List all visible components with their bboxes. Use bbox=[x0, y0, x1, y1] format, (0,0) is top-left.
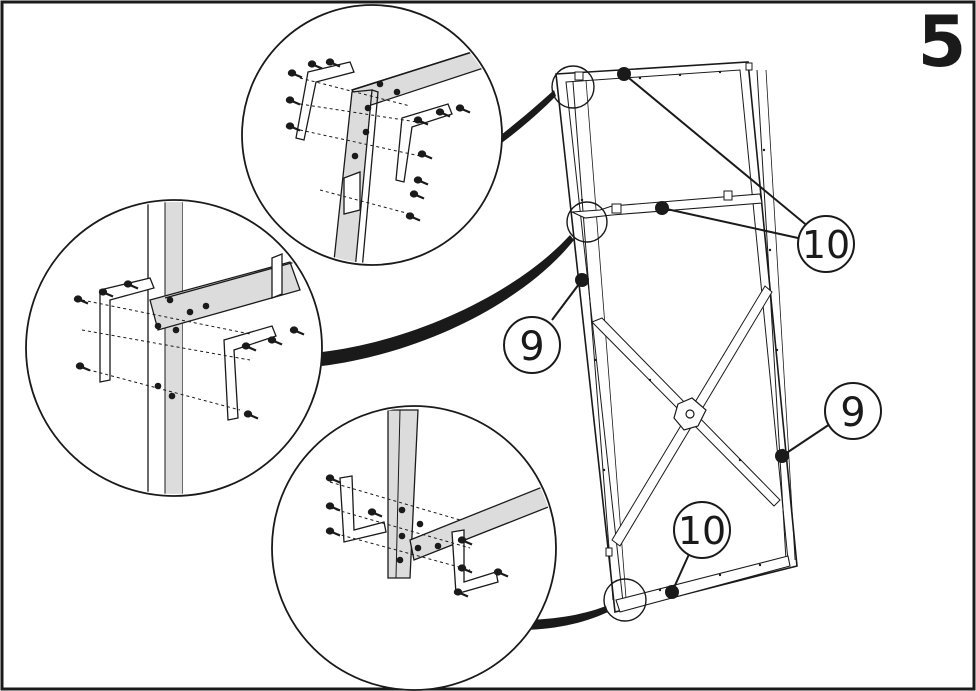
detail-circle-left bbox=[25, 199, 323, 497]
detail-circle-top bbox=[241, 4, 503, 266]
step-number: 5 bbox=[917, 1, 967, 83]
detail-circle-bottom bbox=[271, 405, 557, 691]
focus-circle-bottom bbox=[603, 578, 647, 622]
frame-assembly bbox=[555, 61, 798, 614]
callout-leaders bbox=[551, 67, 831, 599]
callout-label: 9 bbox=[519, 324, 544, 370]
callout-part-9-left: 9 bbox=[503, 316, 561, 374]
callout-part-9-right: 9 bbox=[824, 382, 882, 440]
connector-middle bbox=[322, 235, 574, 366]
focus-circle-middle bbox=[566, 201, 608, 243]
focus-circle-top bbox=[551, 65, 595, 109]
callout-label: 10 bbox=[678, 509, 726, 553]
frame-holes bbox=[580, 70, 785, 592]
connector-bottom bbox=[518, 606, 608, 630]
connector-top bbox=[492, 90, 556, 147]
callout-label: 9 bbox=[840, 390, 865, 436]
callout-label: 10 bbox=[802, 223, 850, 267]
callout-part-10-bottom: 10 bbox=[673, 501, 731, 559]
callout-part-10-top: 10 bbox=[797, 215, 855, 273]
